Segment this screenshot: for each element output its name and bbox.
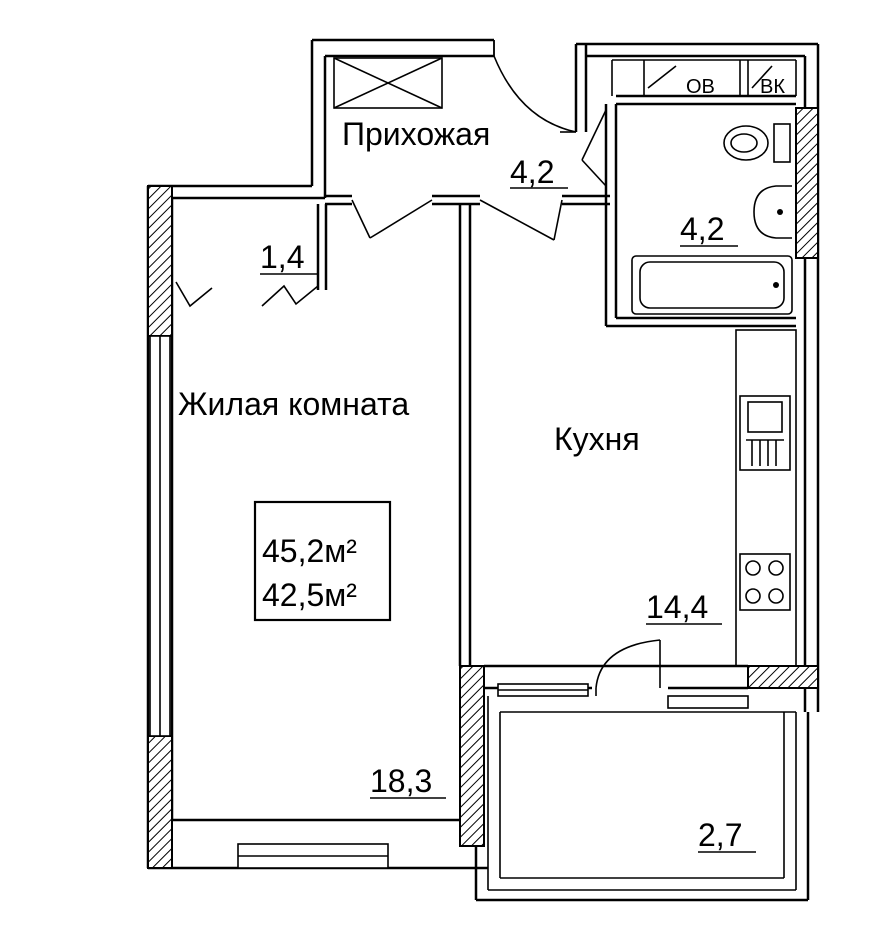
shaft-ov-label: ОВ xyxy=(686,76,715,98)
structural-columns xyxy=(147,107,819,869)
hallway-name: Прихожая xyxy=(342,116,490,152)
living-room-name: Жилая комната xyxy=(178,386,409,422)
bathroom-fixtures xyxy=(631,123,793,315)
toilet-icon xyxy=(723,123,791,163)
doors xyxy=(175,40,661,696)
total-area: 45,2м² xyxy=(262,533,357,569)
living-area-total: 42,5м² xyxy=(262,577,357,613)
sink-icon xyxy=(753,185,792,239)
wardrobe-area: 1,4 xyxy=(260,239,304,275)
kitchen-name: Кухня xyxy=(554,421,640,457)
balcony-area: 2,7 xyxy=(698,817,742,853)
living-room-area: 18,3 xyxy=(370,763,432,799)
bathtub-icon xyxy=(631,255,793,315)
shaft-vk-label: ВК xyxy=(760,76,785,98)
hallway-cabinet xyxy=(333,57,443,109)
hallway-area: 4,2 xyxy=(510,154,554,190)
kitchen-fixtures xyxy=(735,329,797,667)
kitchen-area: 14,4 xyxy=(646,589,708,625)
interior-walls xyxy=(316,59,797,690)
stove-icon xyxy=(739,553,791,611)
windows xyxy=(149,335,749,869)
bathroom-area: 4,2 xyxy=(680,211,724,247)
kitchen-sink-icon xyxy=(739,395,791,471)
area-summary-box xyxy=(253,500,392,622)
